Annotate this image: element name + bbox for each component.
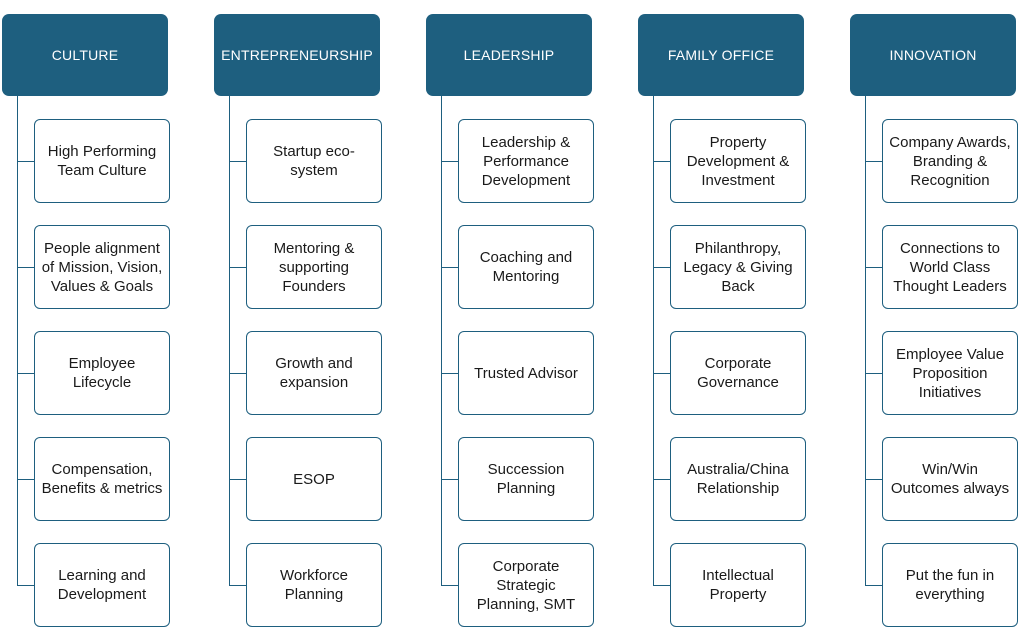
connector-trunk — [441, 96, 442, 585]
item-box: Startup eco-system — [246, 119, 382, 203]
connector-branch — [229, 585, 246, 586]
connector-branch — [229, 479, 246, 480]
column-family-office: FAMILY OFFICE Property Development & Inve… — [636, 0, 826, 640]
item-box: Connections to World Class Thought Leade… — [882, 225, 1018, 309]
item-box: Growth and expansion — [246, 331, 382, 415]
item-box: People alignment of Mission, Vision, Val… — [34, 225, 170, 309]
connector-trunk — [17, 96, 18, 585]
column-innovation: INNOVATION Company Awards, Branding & Rec… — [848, 0, 1024, 640]
connector-branch — [653, 373, 670, 374]
item-box: Australia/China Relationship — [670, 437, 806, 521]
column-leadership: LEADERSHIP Leadership & Performance Devel… — [424, 0, 614, 640]
item-box: Corporate Strategic Planning, SMT — [458, 543, 594, 627]
item-box: Employee Lifecycle — [34, 331, 170, 415]
connector-branch — [653, 267, 670, 268]
connector-branch — [17, 161, 34, 162]
connector-branch — [17, 373, 34, 374]
item-box: Intellectual Property — [670, 543, 806, 627]
connector-branch — [653, 161, 670, 162]
item-box: Trusted Advisor — [458, 331, 594, 415]
connector-branch — [17, 585, 34, 586]
item-box: Succession Planning — [458, 437, 594, 521]
column-header: ENTREPRENEURSHIP — [214, 14, 380, 96]
column-header: FAMILY OFFICE — [638, 14, 804, 96]
connector-branch — [229, 267, 246, 268]
item-box: Leadership & Performance Development — [458, 119, 594, 203]
connector-branch — [865, 585, 882, 586]
connector-branch — [441, 373, 458, 374]
connector-branch — [865, 479, 882, 480]
connector-branch — [229, 161, 246, 162]
column-header: INNOVATION — [850, 14, 1016, 96]
connector-trunk — [653, 96, 654, 585]
item-box: High Performing Team Culture — [34, 119, 170, 203]
item-box: Mentoring & supporting Founders — [246, 225, 382, 309]
connector-branch — [441, 585, 458, 586]
item-box: Company Awards, Branding & Recognition — [882, 119, 1018, 203]
connector-branch — [865, 373, 882, 374]
item-box: Put the fun in everything — [882, 543, 1018, 627]
item-box: Compensation, Benefits & metrics — [34, 437, 170, 521]
item-box: Coaching and Mentoring — [458, 225, 594, 309]
connector-branch — [17, 267, 34, 268]
connector-branch — [229, 373, 246, 374]
item-box: Property Development & Investment — [670, 119, 806, 203]
item-box: ESOP — [246, 437, 382, 521]
item-box: Philanthropy, Legacy & Giving Back — [670, 225, 806, 309]
column-header: LEADERSHIP — [426, 14, 592, 96]
connector-branch — [441, 267, 458, 268]
connector-branch — [441, 479, 458, 480]
item-box: Learning and Development — [34, 543, 170, 627]
item-box: Corporate Governance — [670, 331, 806, 415]
column-header: CULTURE — [2, 14, 168, 96]
item-box: Workforce Planning — [246, 543, 382, 627]
connector-branch — [865, 161, 882, 162]
connector-branch — [865, 267, 882, 268]
item-box: Employee Value Proposition Initiatives — [882, 331, 1018, 415]
connector-branch — [441, 161, 458, 162]
connector-branch — [653, 585, 670, 586]
connector-branch — [653, 479, 670, 480]
connector-trunk — [229, 96, 230, 585]
item-box: Win/Win Outcomes always — [882, 437, 1018, 521]
connector-trunk — [865, 96, 866, 585]
connector-branch — [17, 479, 34, 480]
